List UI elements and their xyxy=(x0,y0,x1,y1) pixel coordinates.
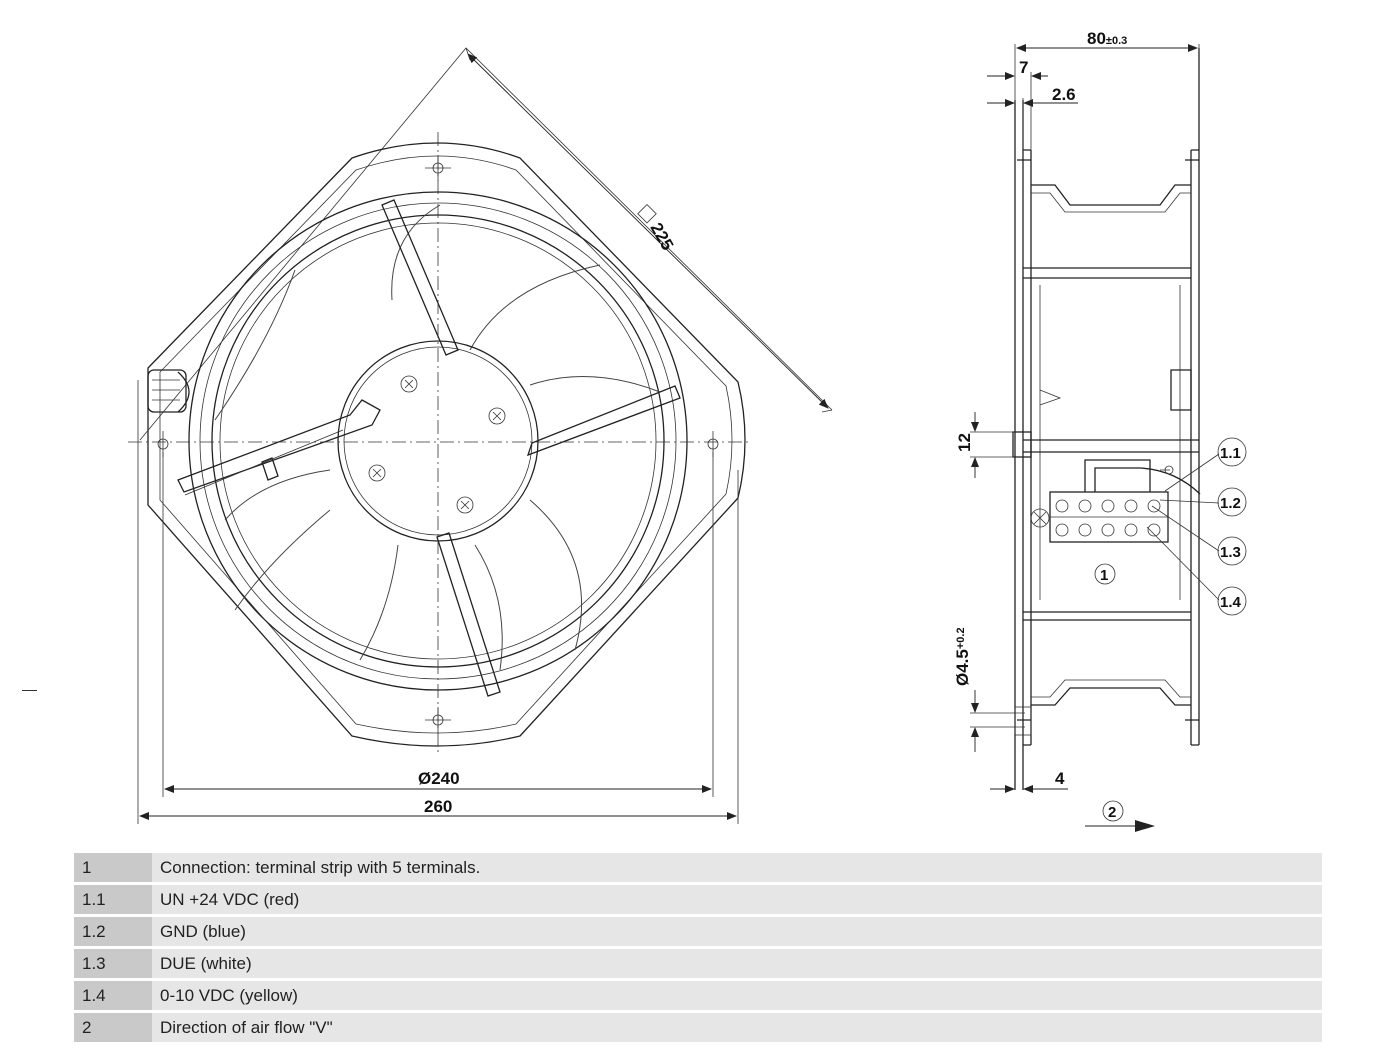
callout-1-3: 1.3 xyxy=(1217,536,1247,566)
legend-text: Connection: terminal strip with 5 termin… xyxy=(152,853,1322,882)
legend-text: GND (blue) xyxy=(152,917,1322,946)
dim-hole-label: Ø4.5+0.2 xyxy=(953,627,972,686)
square-outline xyxy=(139,47,833,441)
callout-1-1: 1.1 xyxy=(1217,437,1247,467)
side-view: 1.1 1.2 1.3 1.4 1 80±0.3 7 xyxy=(953,29,1247,832)
legend-key: 1.3 xyxy=(74,949,152,978)
svg-text:1.4: 1.4 xyxy=(1220,594,1242,611)
dim-12-label: 12 xyxy=(955,433,974,452)
legend-row: 1.2 GND (blue) xyxy=(74,917,1322,946)
side-flange-bottom xyxy=(1017,719,1199,746)
legend-key: 1.4 xyxy=(74,981,152,1010)
front-view: 225 Ø240 260 xyxy=(128,47,833,824)
side-frame-left xyxy=(1014,100,1032,790)
legend-row: 2 Direction of air flow "V" xyxy=(74,1013,1322,1042)
legend-text: Direction of air flow "V" xyxy=(152,1013,1322,1042)
dim-80-label: 80±0.3 xyxy=(1087,29,1127,48)
dim-240-ext xyxy=(162,452,714,797)
svg-text:1.1: 1.1 xyxy=(1220,445,1241,462)
legend-key: 1 xyxy=(74,853,152,882)
side-band-2 xyxy=(1023,611,1191,621)
cable-gland xyxy=(147,369,190,413)
svg-text:1.3: 1.3 xyxy=(1220,544,1241,561)
legend-row: 1 Connection: terminal strip with 5 term… xyxy=(74,853,1322,882)
dim-2-6-label: 2.6 xyxy=(1052,85,1076,104)
fan-blades xyxy=(214,204,661,671)
legend-key: 1.2 xyxy=(74,917,152,946)
callout-1-4: 1.4 xyxy=(1217,586,1247,616)
dim-260-label: 260 xyxy=(424,797,452,816)
dim-260-ext xyxy=(137,380,739,824)
side-axis xyxy=(1023,439,1199,453)
callout-1: 1 xyxy=(1094,563,1116,585)
housing-inner-edge xyxy=(159,155,733,734)
legend-key: 1.1 xyxy=(74,885,152,914)
legend-text: 0-10 VDC (yellow) xyxy=(152,981,1322,1010)
dim-7-label: 7 xyxy=(1019,58,1028,77)
legend-key: 2 xyxy=(74,1013,152,1042)
legend-row: 1.1 UN +24 VDC (red) xyxy=(74,885,1322,914)
side-band-1 xyxy=(1023,267,1191,279)
legend-row: 1.3 DUE (white) xyxy=(74,949,1322,978)
svg-text:1: 1 xyxy=(1100,567,1108,584)
side-venturi-bottom xyxy=(1031,687,1191,706)
margin-tick xyxy=(22,690,37,691)
svg-text:1.2: 1.2 xyxy=(1220,495,1241,512)
housing-outline xyxy=(147,142,746,747)
side-frame-right xyxy=(1190,48,1200,745)
hub-screws xyxy=(368,375,506,514)
dim-225-label: 225 xyxy=(647,220,678,254)
svg-text:2: 2 xyxy=(1108,804,1116,821)
legend-text: UN +24 VDC (red) xyxy=(152,885,1322,914)
technical-drawing: 225 Ø240 260 xyxy=(128,29,1247,832)
side-flange-top xyxy=(1017,149,1199,161)
dim-4-label: 4 xyxy=(1055,769,1065,788)
legend-text: DUE (white) xyxy=(152,949,1322,978)
legend-row: 1.4 0-10 VDC (yellow) xyxy=(74,981,1322,1010)
callout-1-2: 1.2 xyxy=(1217,487,1247,517)
dim-225-line xyxy=(467,53,829,409)
side-venturi-top xyxy=(1031,184,1191,206)
dim-240-label: Ø240 xyxy=(418,769,460,788)
legend-table: 1 Connection: terminal strip with 5 term… xyxy=(74,850,1322,1045)
airflow-indicator: 2 xyxy=(1085,800,1155,832)
